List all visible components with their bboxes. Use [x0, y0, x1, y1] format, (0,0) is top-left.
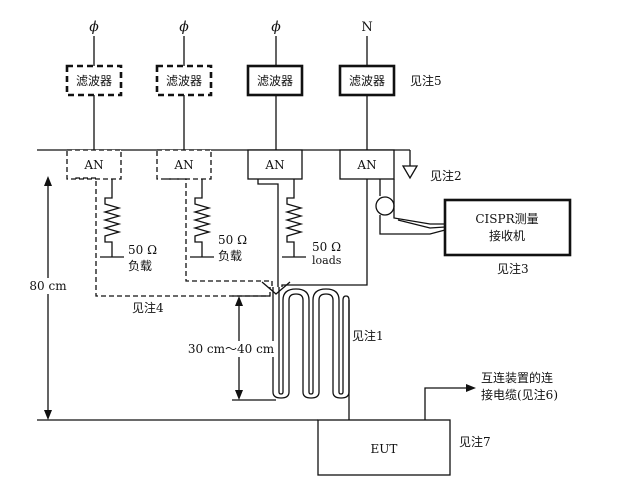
dim-80cm-arrow-bottom	[44, 410, 52, 420]
an4-cable	[281, 179, 368, 287]
dim-80cm-label: 80 cm	[29, 279, 67, 293]
an2-cable	[166, 178, 273, 287]
receiver-label-line2: 接收机	[489, 228, 525, 243]
an-box-3	[247, 149, 303, 180]
dim-bundle-arrow-bottom	[235, 390, 243, 400]
supply-label-neutral: N	[361, 20, 372, 35]
receiver-label-line1: CISPR测量	[475, 212, 538, 226]
cable-bundle-fold-inner	[278, 287, 350, 420]
filter-box-4	[338, 64, 396, 97]
load-label-3: loads	[312, 254, 342, 267]
load-value-3: 50 Ω	[312, 240, 341, 254]
supply-label-phase-1: ϕ	[89, 19, 99, 35]
interconnect-cable	[424, 387, 470, 420]
current-probe-icon	[375, 196, 395, 216]
receiver-cable-1	[393, 179, 445, 225]
an-label-3: AN	[264, 158, 284, 172]
ground-symbol	[401, 165, 419, 180]
an1-cable	[75, 177, 271, 297]
an-box-1	[66, 149, 122, 180]
cable-bundle-fold	[272, 287, 350, 399]
cispr-receiver-box	[443, 198, 572, 257]
load-value-2: 50 Ω	[218, 233, 247, 247]
interconnect-label-line2: 接电缆(见注6)	[481, 387, 558, 402]
eut-box	[317, 419, 451, 476]
load-label-1: 负载	[128, 259, 152, 273]
filter-note: 见注5	[410, 73, 442, 88]
load-resistor-3	[282, 179, 306, 258]
filter-box-1	[65, 64, 123, 97]
an3-cable	[257, 179, 279, 287]
receiver-cable-3	[397, 219, 446, 229]
dim-bundle-arrow-top	[235, 296, 243, 306]
filter-label-4: 滤波器	[349, 74, 385, 88]
receiver-note: 见注3	[497, 261, 529, 276]
interconnect-arrow-icon	[466, 384, 476, 392]
filter-box-3	[246, 64, 304, 97]
eut-label: EUT	[371, 442, 398, 456]
an-label-4: AN	[356, 158, 376, 172]
filter-label-1: 滤波器	[76, 74, 112, 88]
load-resistor-2	[190, 179, 214, 258]
supply-label-phase-3: ϕ	[271, 19, 281, 35]
dim-80cm-label-bg	[30, 278, 66, 294]
receiver-cable-2	[379, 215, 446, 235]
an-label-2: AN	[173, 158, 193, 172]
dim-bundle-label-bg	[186, 341, 276, 357]
dim-bundle-label: 30 cm～40 cm	[188, 342, 275, 356]
filter-label-2: 滤波器	[166, 74, 202, 88]
note-1: 见注1	[352, 328, 384, 343]
load-value-1: 50 Ω	[128, 243, 157, 257]
an-box-4	[339, 149, 395, 180]
an-box-2	[156, 149, 212, 180]
filter-label-3: 滤波器	[257, 74, 293, 88]
note-7: 见注7	[459, 434, 491, 449]
load-label-2: 负载	[218, 249, 242, 263]
bundle-entry	[261, 281, 291, 295]
load-resistor-1	[100, 179, 124, 258]
ground-note: 见注2	[430, 168, 462, 183]
note-4: 见注4	[132, 300, 164, 315]
dim-80cm-arrow-top	[44, 176, 52, 186]
an-label-1: AN	[83, 158, 103, 172]
supply-label-phase-2: ϕ	[179, 19, 189, 35]
interconnect-label-line1: 互连装置的连	[481, 370, 553, 385]
